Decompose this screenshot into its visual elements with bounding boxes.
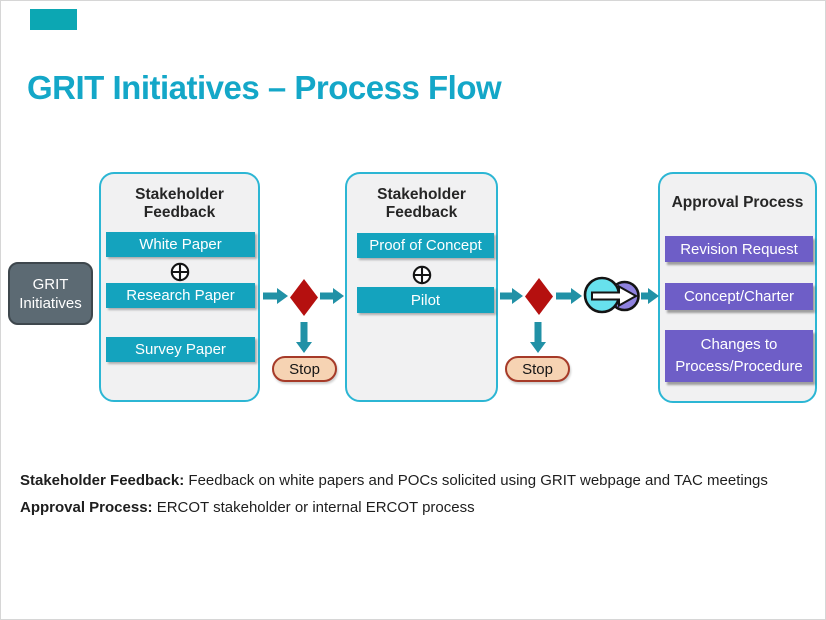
legend-line-1: Stakeholder Feedback: Feedback on white … — [20, 471, 812, 490]
decision-diamond-1 — [290, 279, 318, 316]
arrow-right-icon — [556, 288, 582, 304]
survey-paper-node: Survey Paper — [106, 337, 255, 362]
research-paper-node: Research Paper — [106, 283, 255, 308]
approval-process-container: Approval Process Revision Request Concep… — [658, 172, 817, 403]
legend-label-2: Approval Process: — [20, 499, 153, 516]
legend-text-2: ERCOT stakeholder or internal ERCOT proc… — [152, 499, 475, 516]
arrow-down-icon — [530, 322, 546, 353]
circled-plus-icon — [170, 262, 189, 282]
concept-charter-node: Concept/Charter — [665, 283, 813, 310]
proof-of-concept-node: Proof of Concept — [357, 233, 494, 258]
arrow-right-icon — [263, 288, 288, 304]
stakeholder-feedback-container-2: Stakeholder Feedback Proof of Concept Pi… — [345, 172, 498, 402]
container-2-title: Stakeholder Feedback — [377, 186, 466, 221]
overlapping-circles-arrow-icon — [583, 276, 640, 314]
arrow-right-icon — [500, 288, 523, 304]
changes-process-procedure-node: Changes to Process/Procedure — [665, 330, 813, 382]
slide-title: GRIT Initiatives – Process Flow — [27, 69, 502, 106]
accent-bar — [30, 9, 77, 30]
legend-label-1: Stakeholder Feedback: — [20, 472, 185, 489]
stop-node-2: Stop — [505, 356, 570, 382]
revision-request-node: Revision Request — [665, 236, 813, 262]
grit-line2: Initiatives — [19, 294, 82, 312]
grit-initiatives-node: GRIT Initiatives — [8, 262, 93, 325]
arrow-right-icon — [641, 288, 659, 304]
container-1-title: Stakeholder Feedback — [135, 186, 224, 221]
arrow-down-icon — [296, 322, 312, 353]
legend-line-2: Approval Process: ERCOT stakeholder or i… — [20, 498, 812, 517]
legend-text-1: Feedback on white papers and POCs solici… — [184, 472, 768, 489]
legend: Stakeholder Feedback: Feedback on white … — [20, 471, 812, 525]
decision-diamond-2 — [525, 278, 553, 315]
grit-line1: GRIT — [32, 275, 69, 293]
stop-node-1: Stop — [272, 356, 337, 382]
container-3-title: Approval Process — [671, 194, 804, 211]
circled-plus-icon — [412, 265, 431, 285]
arrow-right-icon — [320, 288, 344, 304]
pilot-node: Pilot — [357, 287, 494, 313]
white-paper-node: White Paper — [106, 232, 255, 257]
stakeholder-feedback-container-1: Stakeholder Feedback White Paper Researc… — [99, 172, 260, 402]
